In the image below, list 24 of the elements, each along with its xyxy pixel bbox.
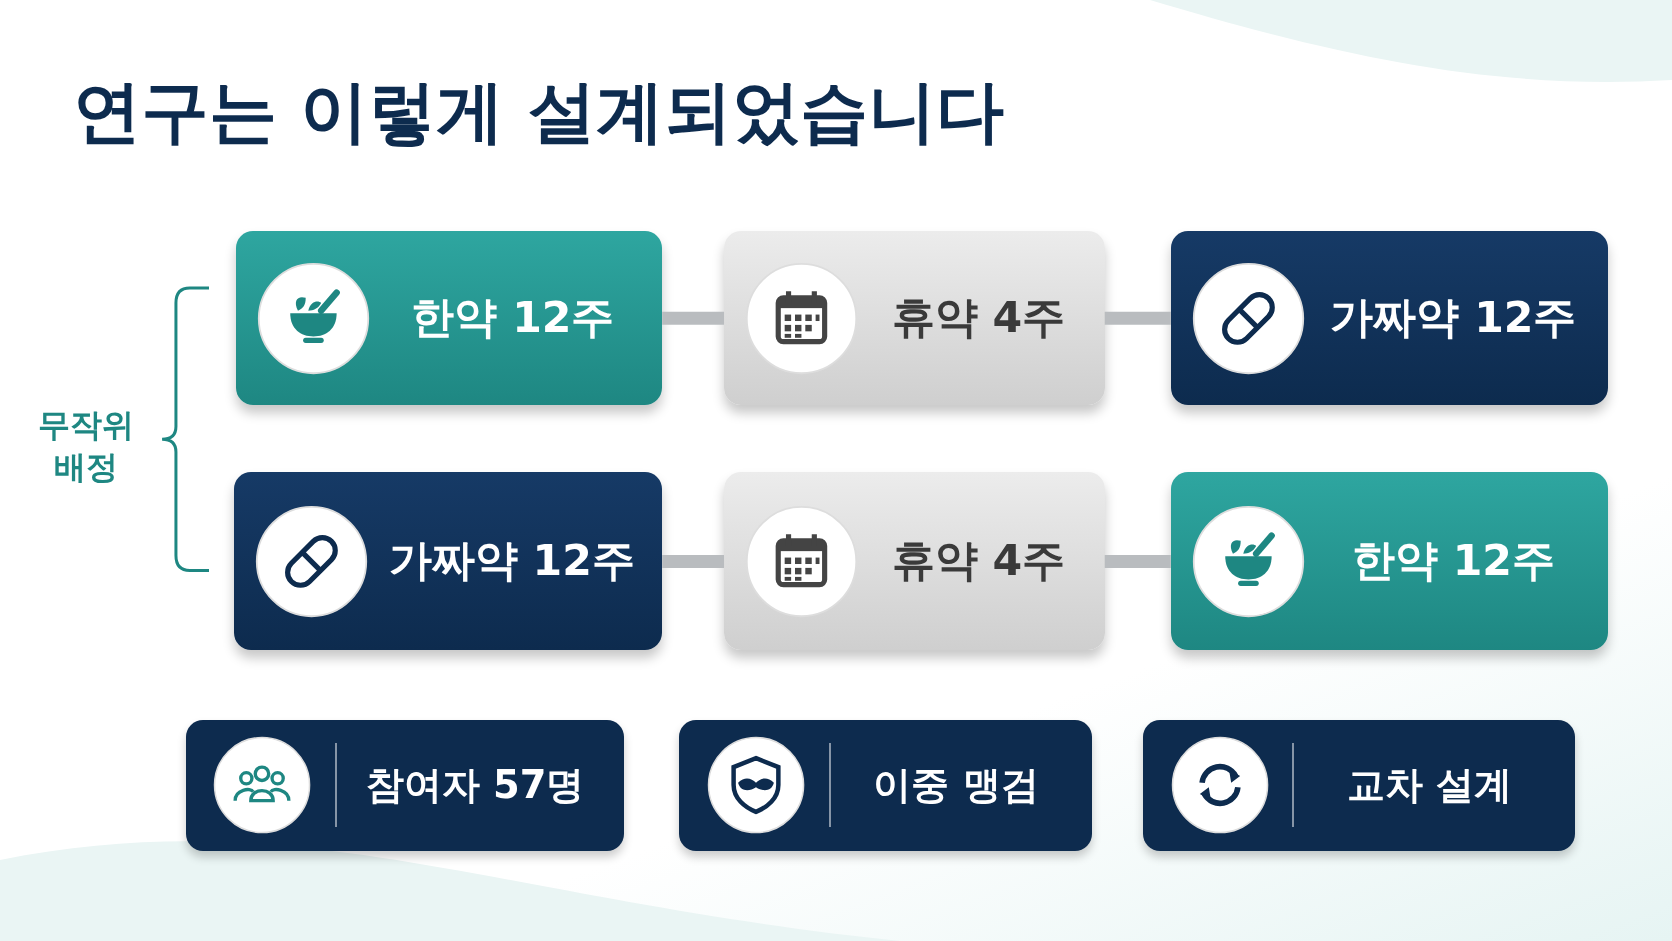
feature-box xyxy=(1143,719,1575,851)
connector-bar xyxy=(662,554,725,568)
feature-label: 참여자 57명 xyxy=(364,760,586,809)
step-box xyxy=(1170,231,1608,406)
feature-box xyxy=(185,719,624,851)
feature-label: 교차 설계 xyxy=(1345,760,1514,809)
connector-bar xyxy=(662,311,725,325)
step-label: 가짜약 12주 xyxy=(1329,291,1578,345)
connector-bar xyxy=(1104,311,1171,325)
step-label: 휴약 4주 xyxy=(890,291,1067,345)
step-box xyxy=(235,231,663,406)
feature-box xyxy=(679,719,1092,851)
step-box xyxy=(724,472,1105,651)
step-label: 한약 12주 xyxy=(410,291,616,345)
connector-bar xyxy=(1104,554,1171,568)
step-label: 휴약 4주 xyxy=(890,534,1067,588)
feature-label: 이중 맹검 xyxy=(872,760,1040,809)
step-label: 한약 12주 xyxy=(1350,534,1556,588)
step-box xyxy=(233,472,663,651)
title: 연구는 이렇게 설계되었습니다 xyxy=(72,71,1004,154)
step-box xyxy=(1170,472,1608,651)
step-label: 가짜약 12주 xyxy=(387,534,636,588)
step-box xyxy=(724,231,1105,406)
bracket-label: 무작위 배정 xyxy=(37,405,136,488)
